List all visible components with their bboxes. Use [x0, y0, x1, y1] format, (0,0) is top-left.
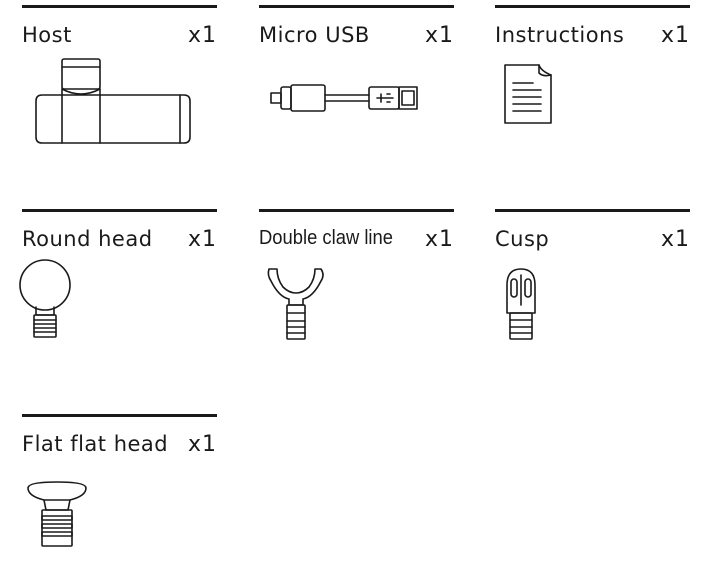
item-quantity: x1 — [187, 227, 217, 252]
item-name: Round head — [22, 227, 153, 251]
package-item-instructions: Instructions x1 — [495, 5, 690, 165]
item-name: Flat flat head — [22, 432, 169, 456]
divider — [22, 414, 217, 417]
package-item-micro-usb: Micro USB x1 — [259, 5, 454, 165]
divider — [495, 209, 690, 212]
instructions-document-icon — [504, 64, 552, 124]
item-name: Host — [22, 23, 72, 47]
divider — [22, 5, 217, 8]
item-quantity: x1 — [187, 23, 217, 48]
divider — [22, 209, 217, 212]
package-item-host: Host x1 — [22, 5, 217, 165]
package-item-double-claw: Double claw line x1 — [259, 209, 454, 369]
divider — [259, 5, 454, 8]
cusp-attachment-icon — [506, 268, 536, 340]
flat-head-attachment-icon — [27, 481, 87, 547]
item-name: Micro USB — [259, 23, 370, 47]
divider — [259, 209, 454, 212]
item-name: Double claw line — [259, 227, 393, 249]
item-quantity: x1 — [660, 227, 690, 252]
micro-usb-cable-icon — [270, 84, 418, 112]
item-quantity: x1 — [424, 227, 454, 252]
package-item-cusp: Cusp x1 — [495, 209, 690, 369]
massage-gun-host-icon — [35, 58, 191, 144]
item-quantity: x1 — [424, 23, 454, 48]
item-name: Cusp — [495, 227, 550, 251]
package-item-round-head: Round head x1 — [19, 209, 217, 369]
package-item-flat-head: Flat flat head x1 — [22, 414, 217, 574]
item-name: Instructions — [495, 23, 625, 47]
double-claw-attachment-icon — [267, 268, 324, 340]
item-quantity: x1 — [660, 23, 690, 48]
round-head-attachment-icon — [19, 259, 71, 338]
divider — [495, 5, 690, 8]
item-quantity: x1 — [187, 432, 217, 457]
